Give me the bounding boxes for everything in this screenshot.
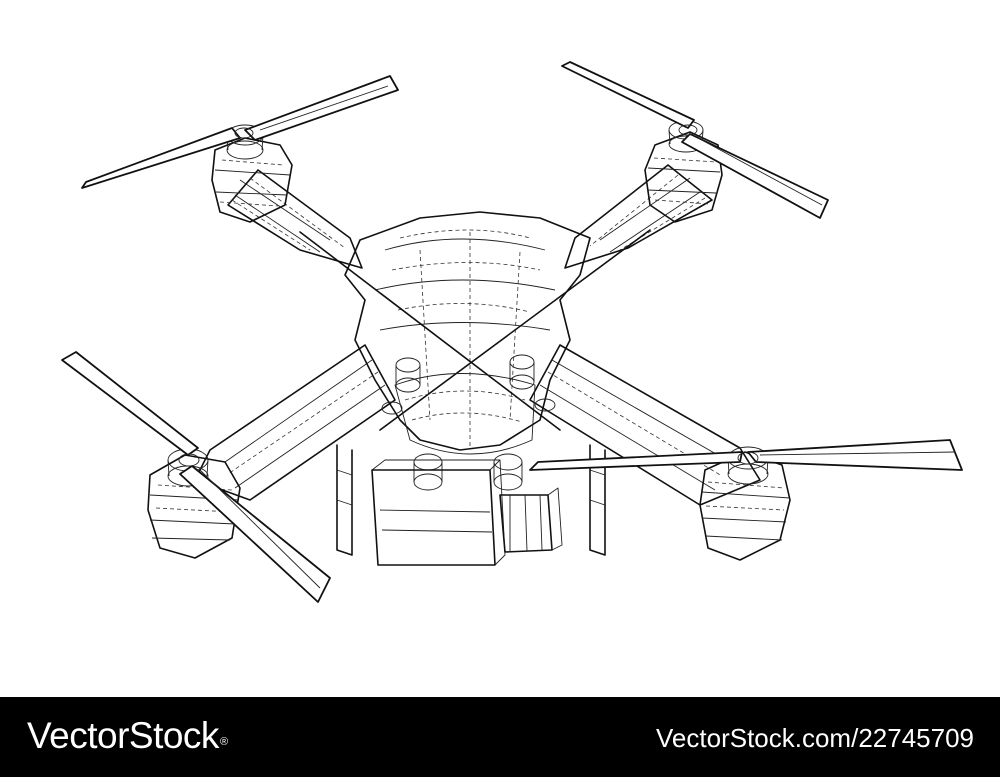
arm-back-left bbox=[227, 169, 363, 269]
quadcopter-drone-wireframe-icon bbox=[61, 61, 963, 603]
image-url-text: VectorStock.com/22745709 bbox=[656, 723, 974, 753]
propeller-front-right bbox=[529, 439, 963, 471]
propeller-back-right bbox=[561, 61, 829, 219]
brand-text: VectorStock bbox=[27, 715, 219, 756]
landing-gear bbox=[336, 444, 606, 556]
arm-front-left bbox=[194, 344, 396, 501]
registered-mark: ® bbox=[219, 736, 228, 748]
drone-body-shell bbox=[344, 211, 591, 451]
motor-pod-back-right bbox=[644, 120, 723, 223]
arm-front-right bbox=[529, 344, 761, 506]
watermark-bar: VectorStock® VectorStock.com/22745709 bbox=[0, 697, 1000, 777]
gimbal-camera bbox=[371, 459, 563, 566]
drone-illustration bbox=[61, 61, 963, 603]
body-underside bbox=[394, 373, 536, 455]
propeller-back-left bbox=[81, 75, 399, 189]
body-cross-lines bbox=[299, 229, 651, 431]
vectorstock-logo: VectorStock® bbox=[27, 712, 228, 760]
underside-studs bbox=[381, 354, 556, 491]
propeller-front-left bbox=[61, 351, 331, 603]
arm-back-right bbox=[564, 164, 713, 269]
